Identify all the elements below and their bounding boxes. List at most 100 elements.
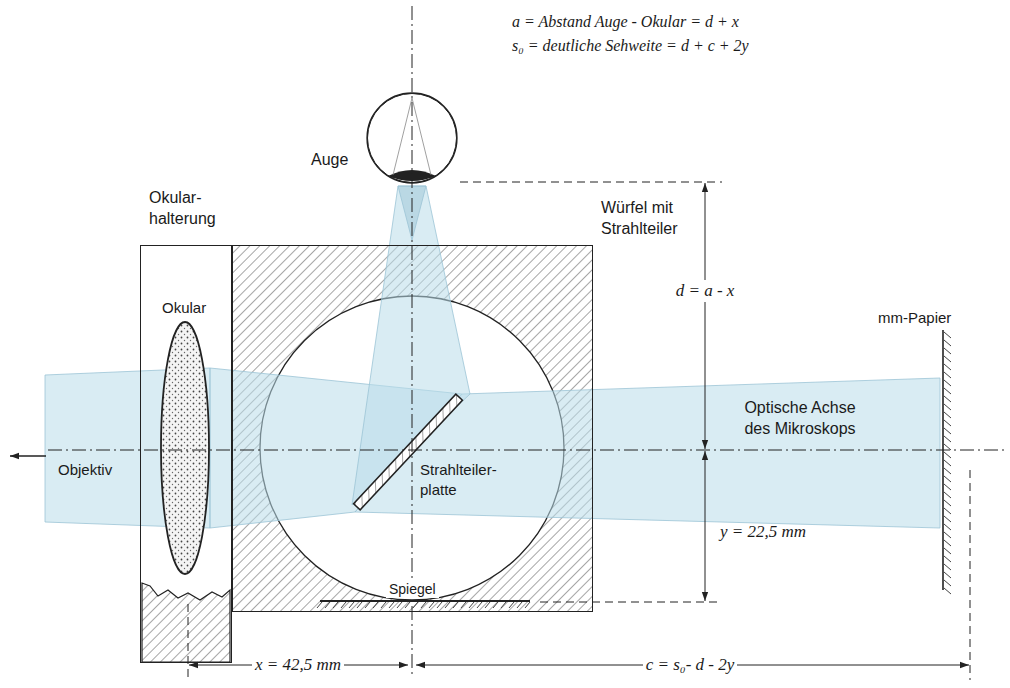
mm-paper [944,460,951,466]
mm-paper [944,388,951,394]
mm-paper [944,372,951,378]
mm-paper [944,436,951,442]
mm-paper [944,508,951,514]
dimension-lines [460,182,722,183]
mirror [317,601,530,608]
mm-paper [944,572,951,578]
part-label: Okular [162,298,206,318]
mirror [461,602,466,608]
mirror [357,602,362,608]
dimension-lines [188,604,189,680]
mirror [320,600,530,602]
dimension-lines [705,183,706,449]
part-label: Objektiv [58,460,112,480]
mirror [333,602,338,608]
part-heading: Würfel mit Strahlteiler [601,198,701,240]
mm-paper [944,524,951,530]
mm-paper [944,556,951,562]
mm-paper [944,396,951,402]
dimension-lines [970,470,971,680]
mm-paper [943,330,951,594]
mirror [485,602,490,608]
mm-paper [944,500,951,506]
mirror [341,602,346,608]
mirror [325,602,330,608]
mm-paper [944,468,951,474]
mm-paper [944,404,951,410]
mm-paper [944,476,951,482]
mirror [453,602,458,608]
mm-paper [944,420,951,426]
mm-paper [944,452,951,458]
mirror [317,602,530,608]
dimension-lines [188,182,970,680]
mirror [397,602,402,608]
mm-paper [944,356,951,362]
mirror [421,602,426,608]
mm-paper [944,412,951,418]
mirror [429,602,434,608]
mm-paper [944,484,951,490]
eyepiece-lens [161,322,209,574]
part-label: mm-Papier [878,308,951,328]
mirror [365,602,370,608]
axis-lines [48,450,1006,451]
formula-note: a = Abstand Auge - Okular = d + x [512,12,739,33]
mm-paper [944,532,951,538]
dimension-label: d = a - x [673,280,738,302]
mm-paper [944,564,951,570]
light-beam [352,186,470,505]
mirror [477,602,482,608]
dimension-label: x = 42,5 mm [252,654,344,676]
mm-paper [944,332,951,338]
axis-lines [10,6,1006,676]
mm-paper [944,348,951,354]
mirror [389,602,394,608]
mirror [373,602,378,608]
axis-label: Optische Achse des Mikroskops [730,398,870,440]
mm-paper [944,492,951,498]
mm-paper [944,340,951,346]
dimension-label: y = 22,5 mm [720,521,806,543]
mirror [349,602,354,608]
cube-box: Würfel mit Strahlteiler [232,245,593,612]
mirror [493,602,498,608]
eye-drawing [393,98,412,175]
mm-paper [944,364,951,370]
mm-paper [944,548,951,554]
mm-paper [944,332,951,594]
mirror [381,602,386,608]
mm-paper [944,428,951,434]
mm-paper [944,540,951,546]
part-label: Spiegel [386,580,439,598]
mirror [469,602,474,608]
formula-note: s₀ = deutliche Sehweite = d + c + 2y [512,36,749,57]
holder-drawing [142,583,230,662]
mm-paper [942,330,944,590]
mirror [437,602,442,608]
mm-paper [944,444,951,450]
part-label: Strahlteiler- platte [420,460,520,499]
mirror [413,602,418,608]
mm-paper [944,380,951,386]
mirror [501,602,506,608]
axis-lines [10,455,46,456]
eyepiece-lens [161,322,209,574]
dimension-lines [705,451,706,601]
part-heading: Auge [311,150,348,171]
part-heading: Okular- halterung [149,188,233,230]
dimension-label: c = s₀- d - 2y [643,654,738,676]
mirror [517,602,522,608]
mirror [525,602,530,608]
dimension-lines [540,602,722,603]
mm-paper [944,516,951,522]
mirror [509,602,514,608]
mirror [445,602,450,608]
eye-drawing [412,98,431,175]
eye-circle: Auge [367,93,457,183]
mm-paper [944,580,951,586]
mirror [317,602,322,608]
axis-lines [412,6,413,676]
